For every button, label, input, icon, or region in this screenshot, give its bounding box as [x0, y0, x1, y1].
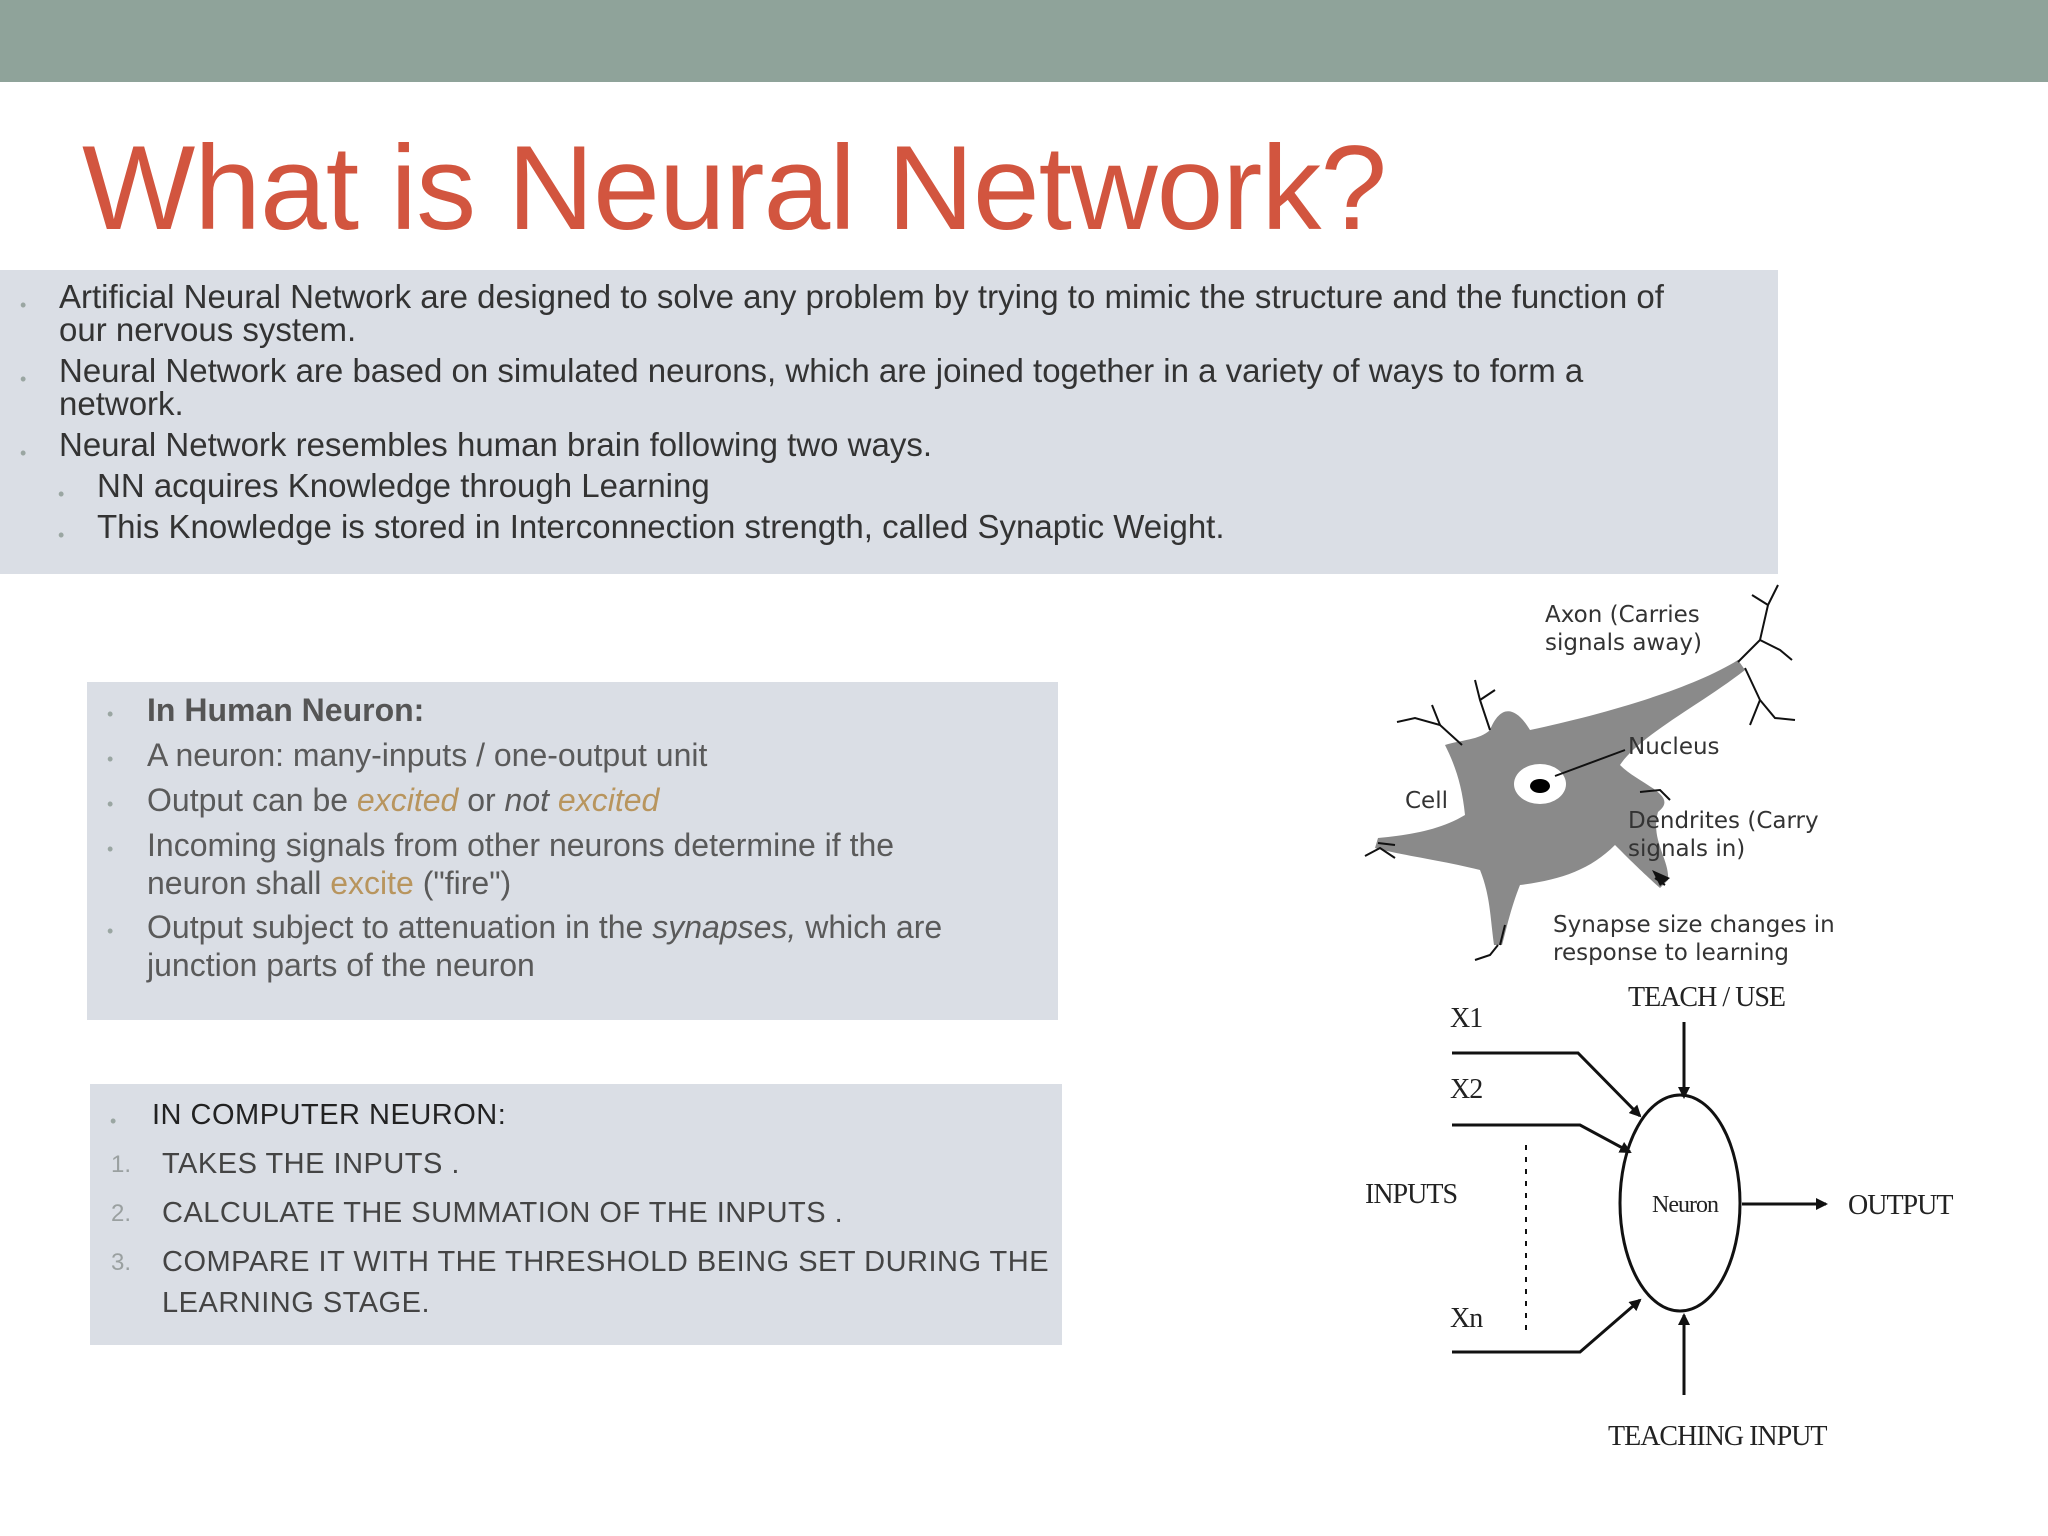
- step-number: 1.: [111, 1151, 132, 1178]
- step-3: COMPARE IT WITH THE THRESHOLD BEING SET …: [162, 1246, 1050, 1319]
- nucleus-label: Nucleus: [1628, 734, 1720, 760]
- step-2: CALCULATE THE SUMMATION OF THE INPUTS .: [162, 1197, 844, 1229]
- bullet-icon: •: [58, 525, 65, 545]
- intro-subitem-2: This Knowledge is stored in Interconnect…: [97, 508, 1225, 545]
- intro-subitem-1: NN acquires Knowledge through Learning: [97, 467, 710, 504]
- synapse-label-2: response to learning: [1553, 940, 1789, 966]
- intro-item-3: Neural Network resembles human brain fol…: [59, 426, 933, 463]
- bullet-icon: •: [20, 369, 27, 389]
- bullet-icon: •: [20, 295, 27, 315]
- slide-title: What is Neural Network?: [82, 121, 1387, 255]
- xn-label: Xn: [1450, 1303, 1483, 1334]
- step-1: TAKES THE INPUTS .: [162, 1148, 460, 1180]
- bullet-icon: •: [107, 749, 114, 769]
- synapse-marker: [1652, 870, 1670, 886]
- neuron-model-figure: TEACH / USE X1 X2 INPUTS Xn Neuron OUTPU…: [1365, 982, 1954, 1452]
- x1-label: X1: [1450, 1003, 1482, 1034]
- human-neuron-heading: In Human Neuron:: [147, 692, 425, 728]
- dendrite-branches: [1364, 584, 1796, 961]
- teaching-input-label: TEACHING INPUT: [1608, 1421, 1827, 1452]
- bullet-icon: •: [107, 704, 114, 724]
- bullet-icon: •: [107, 921, 114, 941]
- cell-label: Cell: [1405, 788, 1448, 814]
- dendrites-label-1: Dendrites (Carry: [1628, 808, 1819, 834]
- computer-neuron-box: • IN COMPUTER NEURON: 1. TAKES THE INPUT…: [90, 1084, 1062, 1345]
- nucleus-core: [1530, 779, 1550, 793]
- human-item-3: Incoming signals from other neurons dete…: [147, 827, 895, 901]
- bullet-icon: •: [110, 1111, 117, 1131]
- intro-item-1: Artificial Neural Network are designed t…: [59, 278, 1664, 348]
- axon-label-2: signals away): [1545, 630, 1702, 656]
- intro-box: • Artificial Neural Network are designed…: [0, 270, 1778, 574]
- input-lines: [1452, 1022, 1828, 1395]
- teach-use-label: TEACH / USE: [1628, 982, 1785, 1013]
- inputs-label: INPUTS: [1365, 1179, 1457, 1210]
- step-number: 2.: [111, 1200, 132, 1227]
- human-item-2: Output can be excited or not excited: [147, 782, 660, 818]
- bullet-icon: •: [58, 484, 65, 504]
- x2-label: X2: [1450, 1074, 1482, 1105]
- biological-neuron-figure: Axon (Carries signals away) Nucleus Cell…: [1364, 584, 1835, 966]
- step-number: 3.: [111, 1249, 132, 1276]
- human-item-4: Output subject to attenuation in the syn…: [147, 909, 943, 983]
- axon-label-1: Axon (Carries: [1545, 602, 1700, 628]
- dendrites-label-2: signals in): [1628, 836, 1745, 862]
- neuron-label: Neuron: [1652, 1192, 1719, 1218]
- bullet-icon: •: [107, 794, 114, 814]
- human-neuron-box: • In Human Neuron: • A neuron: many-inpu…: [87, 682, 1058, 1020]
- neuron-cell-body: [1375, 660, 1745, 945]
- intro-item-2: Neural Network are based on simulated ne…: [59, 352, 1584, 422]
- top-banner: [0, 0, 2048, 82]
- computer-neuron-heading: IN COMPUTER NEURON:: [152, 1099, 507, 1131]
- bullet-icon: •: [20, 443, 27, 463]
- synapse-label-1: Synapse size changes in: [1553, 912, 1835, 938]
- human-item-1: A neuron: many-inputs / one-output unit: [147, 737, 708, 773]
- output-label: OUTPUT: [1848, 1190, 1953, 1221]
- bullet-icon: •: [107, 839, 114, 859]
